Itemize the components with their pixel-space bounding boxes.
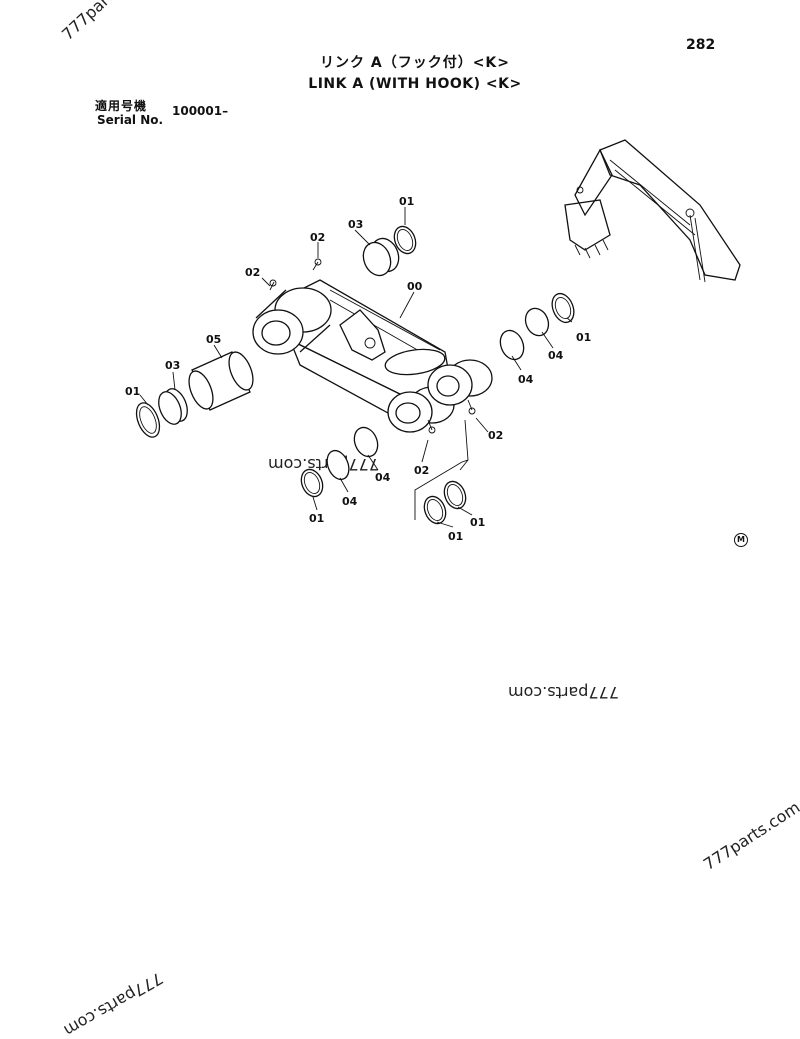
serial-value: 100001–	[172, 104, 229, 118]
callout-04-right: 04	[548, 349, 564, 362]
callout-00: 00	[407, 280, 423, 293]
excavator-boom-illustration	[564, 139, 741, 283]
rings-left	[135, 388, 188, 438]
callout-04-mid: 04	[518, 373, 534, 386]
page-number: 282	[686, 37, 716, 53]
callout-01-left: 01	[125, 385, 140, 398]
callout-01-bottom: 01	[448, 530, 463, 543]
serial-label-english: Serial No.	[97, 113, 164, 127]
callout-03-top: 03	[348, 218, 363, 231]
title-japanese: リンク A（フック付）<K>	[319, 55, 511, 71]
callout-01-right: 01	[576, 331, 591, 344]
title-english: LINK A (WITH HOOK) <K>	[308, 76, 522, 92]
m-mark-symbol: M	[734, 533, 748, 547]
rings-lower	[300, 426, 467, 525]
rings-top	[362, 225, 417, 277]
callout-05: 05	[206, 333, 221, 346]
rings-right	[499, 292, 575, 361]
callout-01-bottom-left: 01	[309, 512, 324, 525]
leader-lines	[139, 207, 573, 528]
callout-02-top: 02	[310, 231, 325, 244]
callout-01-top: 01	[399, 195, 414, 208]
callout-04-lower: 04	[375, 471, 391, 484]
callout-04-bottom: 04	[342, 495, 358, 508]
callout-03-left: 03	[165, 359, 180, 372]
callout-labels: 01 03 02 02 00 05 03 01 01 04 04 02 04 0…	[125, 195, 591, 543]
callout-02-lower: 02	[414, 464, 429, 477]
callout-02-right: 02	[488, 429, 503, 442]
callout-01-bottom-right: 01	[470, 516, 485, 529]
link-body	[252, 258, 493, 434]
bushing-05	[188, 351, 254, 411]
serial-label-japanese: 適用号機	[95, 99, 148, 113]
guide-lines	[414, 419, 469, 520]
callout-02-left: 02	[245, 266, 260, 279]
